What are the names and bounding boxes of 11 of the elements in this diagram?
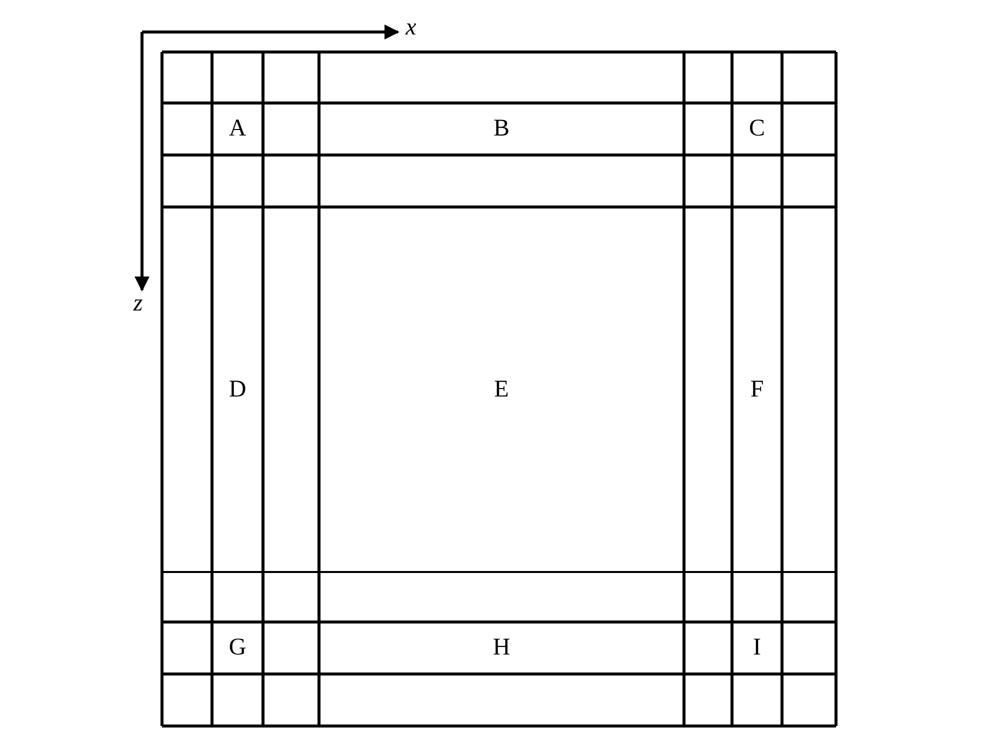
axis-label: z: [133, 290, 143, 318]
region-label: H: [492, 634, 510, 662]
region-label: F: [750, 376, 764, 403]
region-label: I: [753, 634, 761, 662]
region-label: D: [228, 376, 246, 403]
region-label: A: [228, 116, 246, 142]
region-label: B: [494, 116, 510, 142]
region-label: E: [494, 376, 509, 403]
axis-label: x: [406, 14, 416, 42]
region-label: C: [749, 116, 765, 142]
region-label: G: [228, 634, 246, 662]
